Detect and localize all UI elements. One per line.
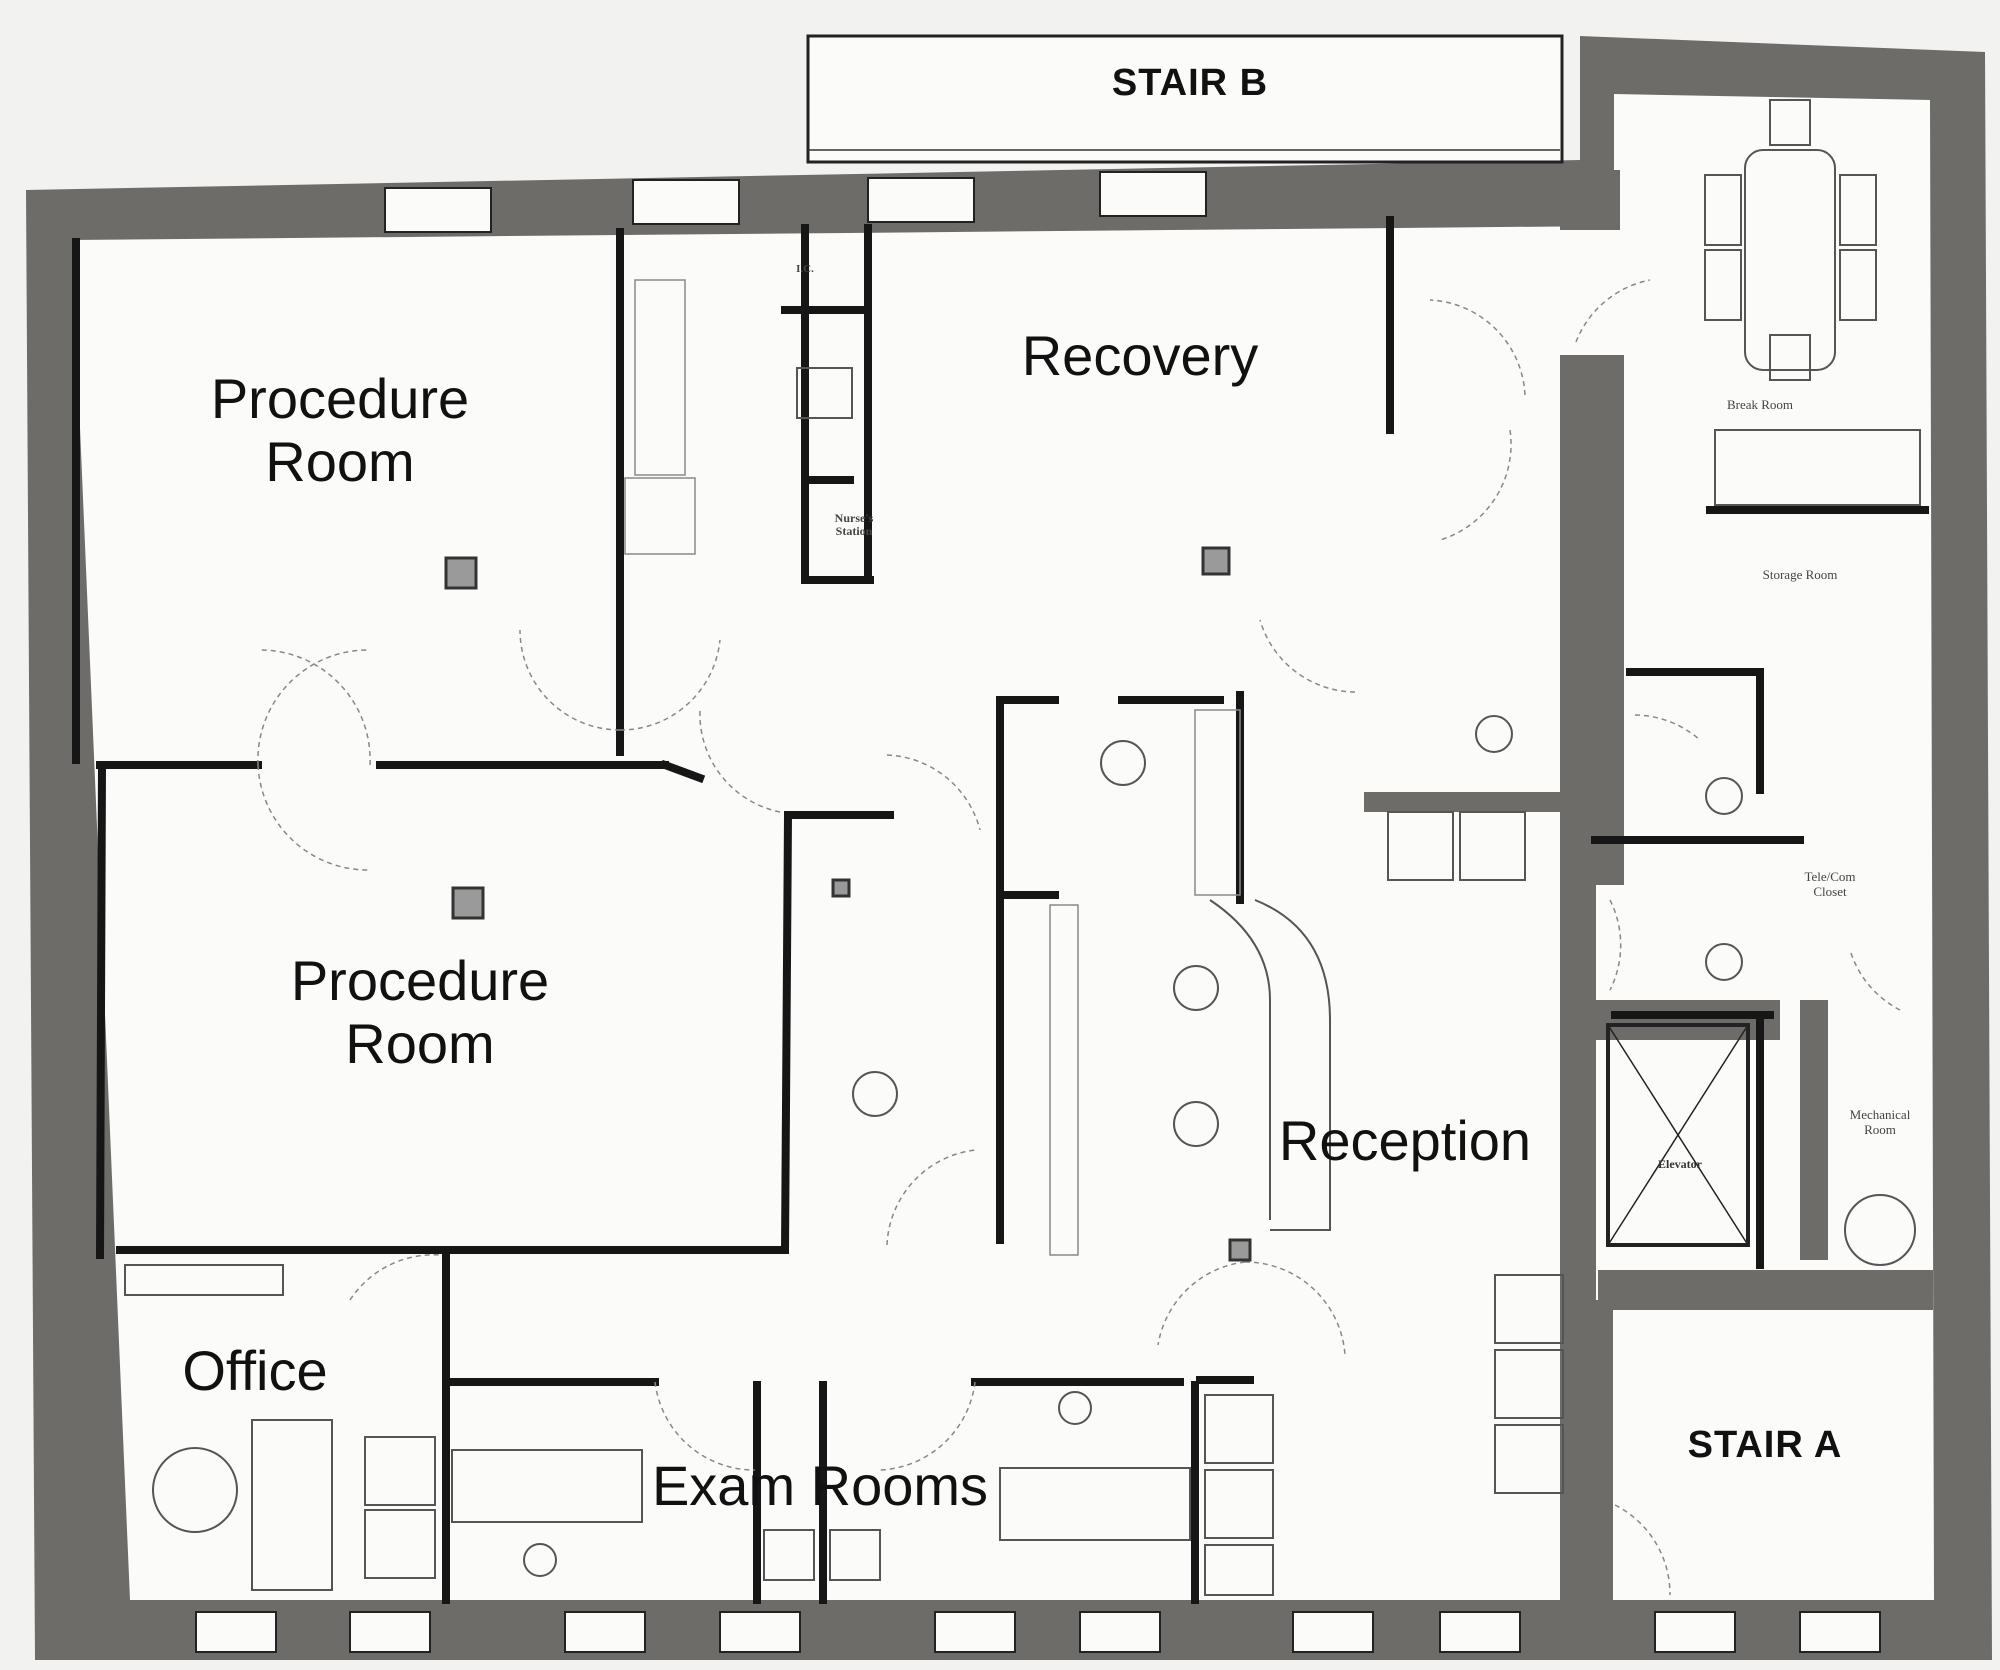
procedure-room-1-line-2: Room [265,429,415,493]
counters [624,279,1241,1256]
mechanical-room-label: Mechanical Room [1830,1107,1930,1137]
procedure-room-2-label: Procedure Room [270,949,570,1075]
mechanical-line-1: Mechanical [1849,1107,1911,1122]
ceiling-fixtures [444,546,1252,1262]
stair-b-box [806,34,1564,164]
nurses-line-1: Nurse's [834,511,874,525]
mechanical-line-2: Room [1864,1121,1896,1137]
structural-core [1364,170,1933,1650]
storage-room-label: Storage Room [1762,567,1838,582]
reception-desk [852,740,1331,1231]
procedure-room-1-line-1: Procedure [210,367,470,430]
doors [257,279,1901,1596]
bottom-windows [195,1611,1881,1653]
break-room-furniture [1704,99,1921,506]
stair-a-label: STAIR A [1687,1424,1843,1466]
nurses-line-2: Station [835,524,873,539]
office-furniture [124,1264,436,1591]
elevator-shaft [1606,1023,1750,1247]
nurses-station-label: Nurse's Station [818,511,890,539]
restroom-fixtures [796,367,1916,1266]
tele-com-line-2: Closet [1813,883,1847,899]
tele-com-line-1: Tele/Com [1804,869,1856,884]
reception-label: Reception [1278,1109,1532,1172]
ic-label: I.C. [796,263,814,275]
recovery-label: Recovery [1021,324,1259,387]
procedure-room-2-line-2: Room [345,1011,495,1075]
exam-room-fixtures [451,1391,1191,1581]
partitions [72,216,1929,1604]
top-windows [384,171,1207,233]
procedure-room-1-label: Procedure Room [190,367,490,493]
elevator-label: Elevator [1658,1157,1702,1171]
office-label: Office [182,1339,328,1402]
break-room-label: Break Room [1726,397,1794,412]
stair-b-label: STAIR B [1111,62,1269,104]
waiting-chairs [1204,811,1564,1596]
exam-rooms-label: Exam Rooms [651,1454,989,1517]
procedure-room-2-line-1: Procedure [290,949,550,1012]
tele-com-closet-label: Tele/Com Closet [1780,869,1880,899]
